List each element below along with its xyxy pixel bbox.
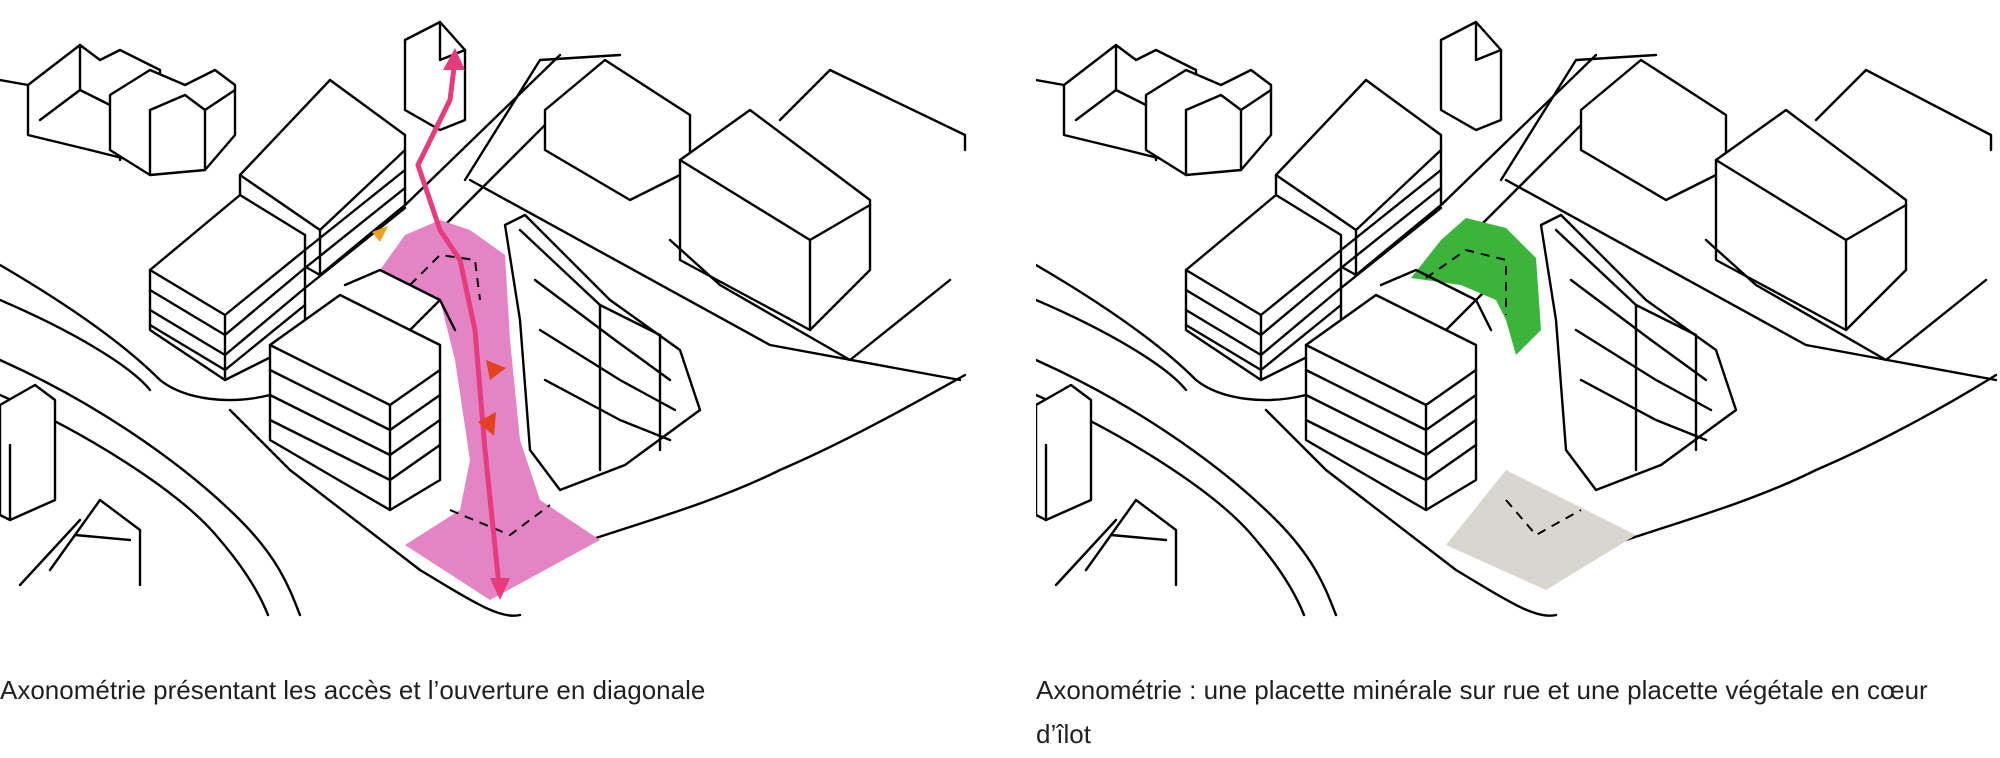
access-marker-orange	[372, 226, 388, 242]
plazas	[1411, 218, 1636, 590]
mineral-plaza	[1446, 470, 1636, 590]
building-left-stepped	[148, 78, 407, 382]
houses-bottom-left	[0, 383, 142, 587]
caption-left: Axonométrie présentant les accès et l’ou…	[0, 675, 706, 705]
access-marker-red-2	[478, 412, 496, 436]
green-plaza	[1411, 218, 1541, 355]
right-panel: Axonométrie : une placette minérale sur …	[1036, 0, 2000, 758]
building-right-of-path	[503, 213, 702, 492]
path-arrow	[415, 59, 503, 596]
building-top-center	[403, 20, 467, 132]
street-lines	[1036, 53, 1998, 617]
building-left-stepped	[1184, 78, 1443, 382]
buildings-top-right	[543, 58, 967, 362]
axonometric-sketch-access	[0, 20, 967, 617]
houses-bottom-left	[1036, 383, 1178, 587]
houses-top-left	[0, 43, 237, 177]
building-central	[268, 268, 457, 512]
left-panel: Axonométrie présentant les accès et l’ou…	[0, 20, 967, 705]
buildings-top-right	[1579, 58, 1993, 362]
axonometric-sketch-plazas	[1036, 20, 1998, 617]
building-central	[1304, 268, 1493, 512]
houses-top-left	[1036, 43, 1273, 177]
building-top-center	[1439, 20, 1503, 132]
building-right-of-path	[1539, 213, 1738, 492]
arrow-head-north	[443, 48, 465, 70]
pink-opening-zone	[380, 220, 600, 600]
access-marker-red-1	[486, 360, 506, 380]
arrow-head-south	[490, 578, 510, 600]
access-diagonal-zone	[372, 48, 600, 600]
caption-right: Axonométrie : une placette minérale sur …	[1036, 675, 1928, 749]
